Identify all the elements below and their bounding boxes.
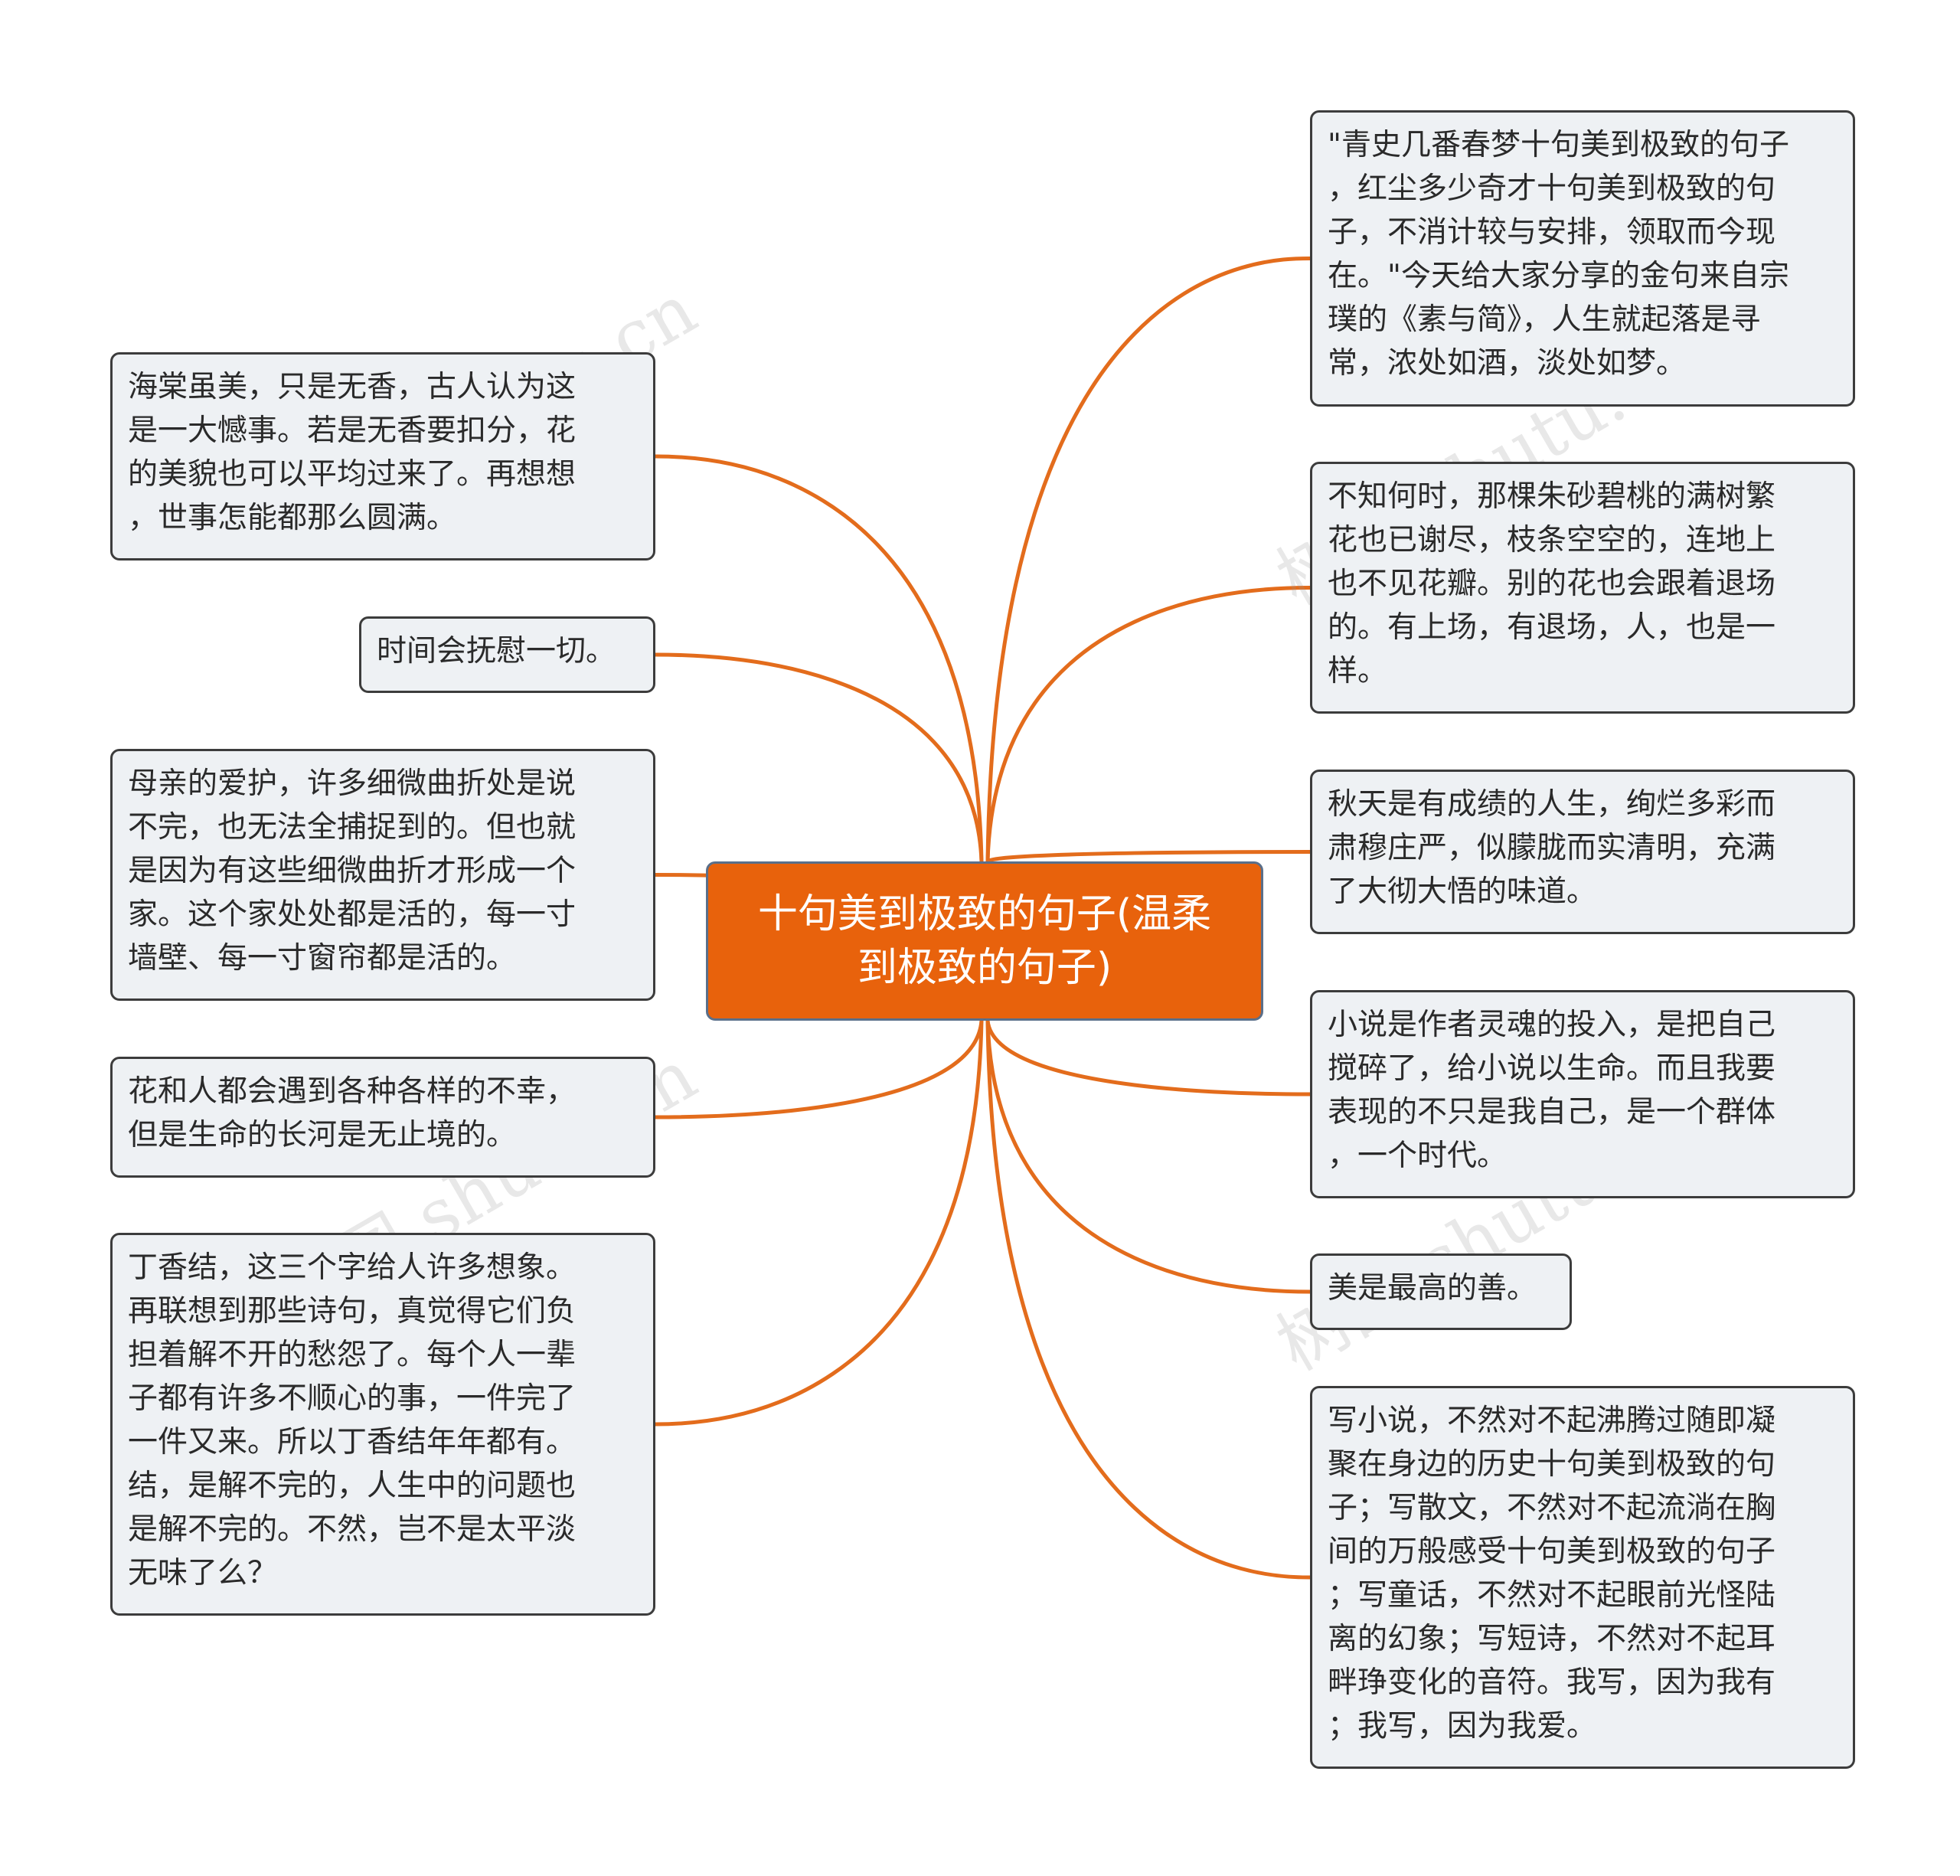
- connector-l-1: [653, 652, 984, 864]
- connector-l-3: [653, 1018, 984, 1119]
- connector-l-0: [653, 454, 984, 864]
- connector-r-3: [985, 1018, 1312, 1097]
- left-topic-flowers-people[interactable]: 花和人都会遇到各种各样的不幸， 但是生命的长河是无止境的。: [110, 1057, 655, 1178]
- left-topic-mother[interactable]: 母亲的爱护，许多细微曲折处是说 不完，也无法全捕捉到的。但也就 是因为有这些细微…: [110, 749, 655, 1001]
- right-topic-autumn[interactable]: 秋天是有成绩的人生，绚烂多彩而 肃穆庄严，似朦胧而实清明，充满 了大彻大悟的味道…: [1310, 770, 1855, 934]
- left-topic-time[interactable]: 时间会抚慰一切。: [359, 616, 655, 693]
- right-topic-novel[interactable]: 小说是作者灵魂的投入，是把自己 搅碎了，给小说以生命。而且我要 表现的不只是我自…: [1310, 990, 1855, 1198]
- right-topic-peach[interactable]: 不知何时，那棵朱砂碧桃的满树繁 花也已谢尽，枝条空空的，连地上 也不见花瓣。别的…: [1310, 462, 1855, 714]
- central-topic[interactable]: 十句美到极致的句子(温柔 到极致的句子): [706, 861, 1263, 1021]
- connector-r-1: [985, 586, 1312, 864]
- left-topic-lilac-knot[interactable]: 丁香结，这三个字给人许多想象。 再联想到那些诗句，真觉得它们负 担着解不开的愁怨…: [110, 1233, 655, 1616]
- right-topic-writing[interactable]: 写小说，不然对不起沸腾过随即凝 聚在身边的历史十句美到极致的句 子；写散文，不然…: [1310, 1386, 1855, 1769]
- connector-r-2: [985, 850, 1312, 864]
- connector-r-4: [985, 1018, 1312, 1294]
- right-topic-history[interactable]: "青史几番春梦十句美到极致的句子 ，红尘多少奇才十句美到极致的句 子，不消计较与…: [1310, 110, 1855, 407]
- right-topic-beauty[interactable]: 美是最高的善。: [1310, 1253, 1572, 1330]
- left-topic-haitang[interactable]: 海棠虽美，只是无香，古人认为这 是一大憾事。若是无香要扣分，花 的美貌也可以平均…: [110, 352, 655, 561]
- connector-r-0: [985, 257, 1312, 864]
- connector-l-4: [653, 1018, 984, 1427]
- connector-r-5: [985, 1018, 1312, 1580]
